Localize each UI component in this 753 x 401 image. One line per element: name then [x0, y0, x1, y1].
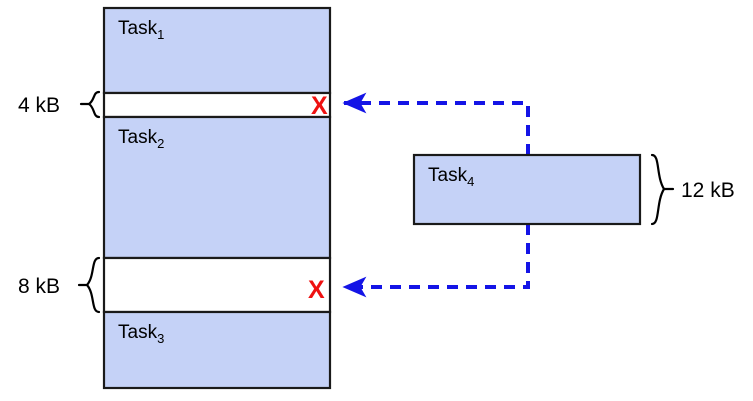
reject-x-icon-upper: X [311, 92, 328, 120]
memory-block-task1-label: Task1 [118, 18, 164, 42]
reject-x-icon-lower: X [308, 276, 325, 304]
memory-block-task2 [102, 115, 332, 260]
rejection-arrows [342, 92, 530, 298]
reject-marks: X X [308, 92, 328, 304]
incoming-task-label: Task4 [428, 165, 474, 189]
brace-12kb [650, 153, 666, 226]
incoming-task-group: Task4 [412, 153, 642, 226]
arrow-to-hole-4kb [342, 92, 530, 155]
brace-12kb-group: 12 kB [650, 153, 735, 226]
memory-block-task3 [102, 310, 332, 390]
arrow-to-hole-8kb [342, 224, 530, 298]
memory-hole-4kb [102, 91, 332, 119]
brace-4kb [87, 90, 101, 119]
size-label-4kb: 4 kB [18, 94, 60, 117]
size-label-8kb: 8 kB [18, 275, 60, 298]
brace-8kb-group: 8 kB [18, 256, 101, 314]
memory-hole-8kb [102, 256, 332, 314]
brace-8kb [85, 256, 101, 314]
memory-block-task3-label: Task3 [118, 322, 164, 346]
size-label-12kb: 12 kB [681, 179, 735, 202]
memory-block-task2-label: Task2 [118, 127, 164, 151]
brace-4kb-group: 4 kB [18, 90, 101, 119]
memory-column: Task1 Task2 Task3 [102, 6, 332, 390]
incoming-task-block [412, 153, 642, 226]
memory-block-task1 [102, 6, 332, 95]
